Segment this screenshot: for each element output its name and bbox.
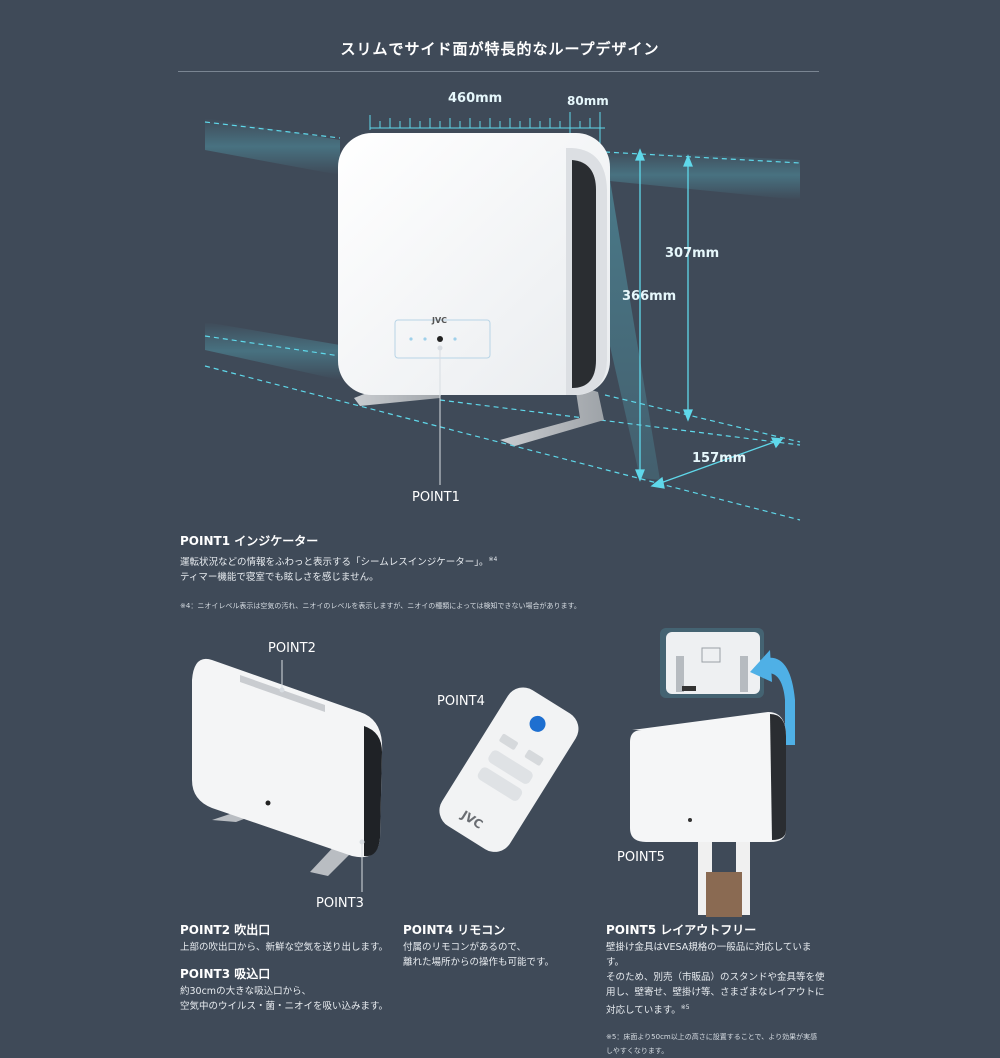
- point3-line2: 空気中のウイルス・菌・ニオイを吸い込みます。: [180, 1001, 389, 1012]
- point5-line3: そのため、別売（市販品）のスタンドや金具等を使: [606, 972, 825, 983]
- point5-note-line2: しやすくなります。: [606, 1047, 669, 1056]
- angled-device-illustration: [192, 658, 383, 876]
- point5-note-line1: ※5：床面より50cm以上の高さに設置することで、より効果が実感: [606, 1033, 818, 1042]
- point1-section: POINT1 インジケーター 運転状況などの情報をふわっと表示する「シームレスイ…: [180, 532, 820, 613]
- point5-footnote-ref: ※5: [680, 1004, 690, 1011]
- total-height-dimension-label: 366mm: [622, 289, 677, 304]
- point1-description: 運転状況などの情報をふわっと表示する「シームレスインジケーター」。※4 ティマー…: [180, 552, 820, 585]
- title-divider: [178, 71, 819, 72]
- remote-control-illustration: JVC: [439, 687, 579, 852]
- depth-top-dimension-label: 80mm: [567, 94, 609, 108]
- point3-heading: POINT3 吸込口: [180, 967, 271, 981]
- point1-line2: ティマー機能で寝室でも眩しさを感じません。: [180, 572, 379, 584]
- air-purifier-device: [338, 133, 610, 395]
- point2-line1: 上部の吹出口から、新鮮な空気を送り出します。: [180, 942, 389, 953]
- point1-line1: 運転状況などの情報をふわっと表示する「シームレスインジケーター」。: [180, 557, 489, 569]
- point1-footnote-ref: ※4: [488, 556, 498, 563]
- ruler: [369, 112, 605, 148]
- point5-note: ※5：床面より50cm以上の高さに設置することで、より効果が実感 しやすくなりま…: [606, 1030, 826, 1058]
- device-on-stand-illustration: [630, 712, 786, 917]
- point2-heading: POINT2 吹出口: [180, 923, 271, 937]
- point3-callout: POINT3: [316, 896, 364, 911]
- point3-description: 約30cmの大きな吸込口から、 空気中のウイルス・菌・ニオイを吸い込みます。: [180, 984, 410, 1014]
- height-arrows: [635, 148, 784, 489]
- mount-arrow-icon: [760, 657, 795, 745]
- point4-description: 付属のリモコンがあるので、 離れた場所からの操作も可能です。: [403, 940, 603, 970]
- point4-line1: 付属のリモコンがあるので、: [403, 942, 527, 953]
- point3-section: POINT3 吸込口 約30cmの大きな吸込口から、 空気中のウイルス・菌・ニオ…: [180, 965, 410, 1014]
- width-dimension-label: 460mm: [448, 91, 503, 106]
- point2-callout: POINT2: [268, 641, 316, 656]
- point5-heading: POINT5 レイアウトフリー: [606, 923, 757, 937]
- point2-section: POINT2 吹出口 上部の吹出口から、新鮮な空気を送り出します。: [180, 921, 410, 955]
- point5-description: 壁掛け金具はVESA規格の一般品に対応していま す。 そのため、別売（市販品）の…: [606, 940, 826, 1018]
- floor-glow-band: [205, 322, 340, 380]
- base-depth-dimension-label: 157mm: [692, 451, 747, 466]
- point4-callout: POINT4: [437, 694, 485, 709]
- point4-section: POINT4 リモコン 付属のリモコンがあるので、 離れた場所からの操作も可能で…: [403, 921, 603, 970]
- point5-line1: 壁掛け金具はVESA規格の一般品に対応していま: [606, 942, 812, 953]
- point5-callout: POINT5: [617, 850, 665, 865]
- point1-leader: [437, 345, 443, 485]
- point5-section: POINT5 レイアウトフリー 壁掛け金具はVESA規格の一般品に対応していま …: [606, 921, 826, 1058]
- body-height-dimension-label: 307mm: [665, 246, 720, 261]
- point1-callout: POINT1: [412, 490, 460, 505]
- point1-note: ※4：ニオイレベル表示は空気の汚れ、ニオイのレベルを表示しますが、ニオイの種類に…: [180, 602, 581, 611]
- page-title: スリムでサイド面が特長的なループデザイン: [340, 40, 660, 58]
- wall-mount-back-illustration: [660, 628, 764, 698]
- point5-line5: 対応しています。: [606, 1005, 681, 1017]
- device-logo: JVC: [432, 316, 448, 325]
- point3-line1: 約30cmの大きな吸込口から、: [180, 986, 312, 997]
- point1-heading: POINT1 インジケーター: [180, 534, 319, 548]
- point4-line2: 離れた場所からの操作も可能です。: [403, 957, 555, 968]
- guide-lines: [204, 121, 801, 521]
- point4-heading: POINT4 リモコン: [403, 923, 506, 937]
- point5-line2: す。: [606, 957, 625, 968]
- point5-line4: 用し、壁寄せ、壁掛け等、さまざまなレイアウトに: [606, 987, 825, 998]
